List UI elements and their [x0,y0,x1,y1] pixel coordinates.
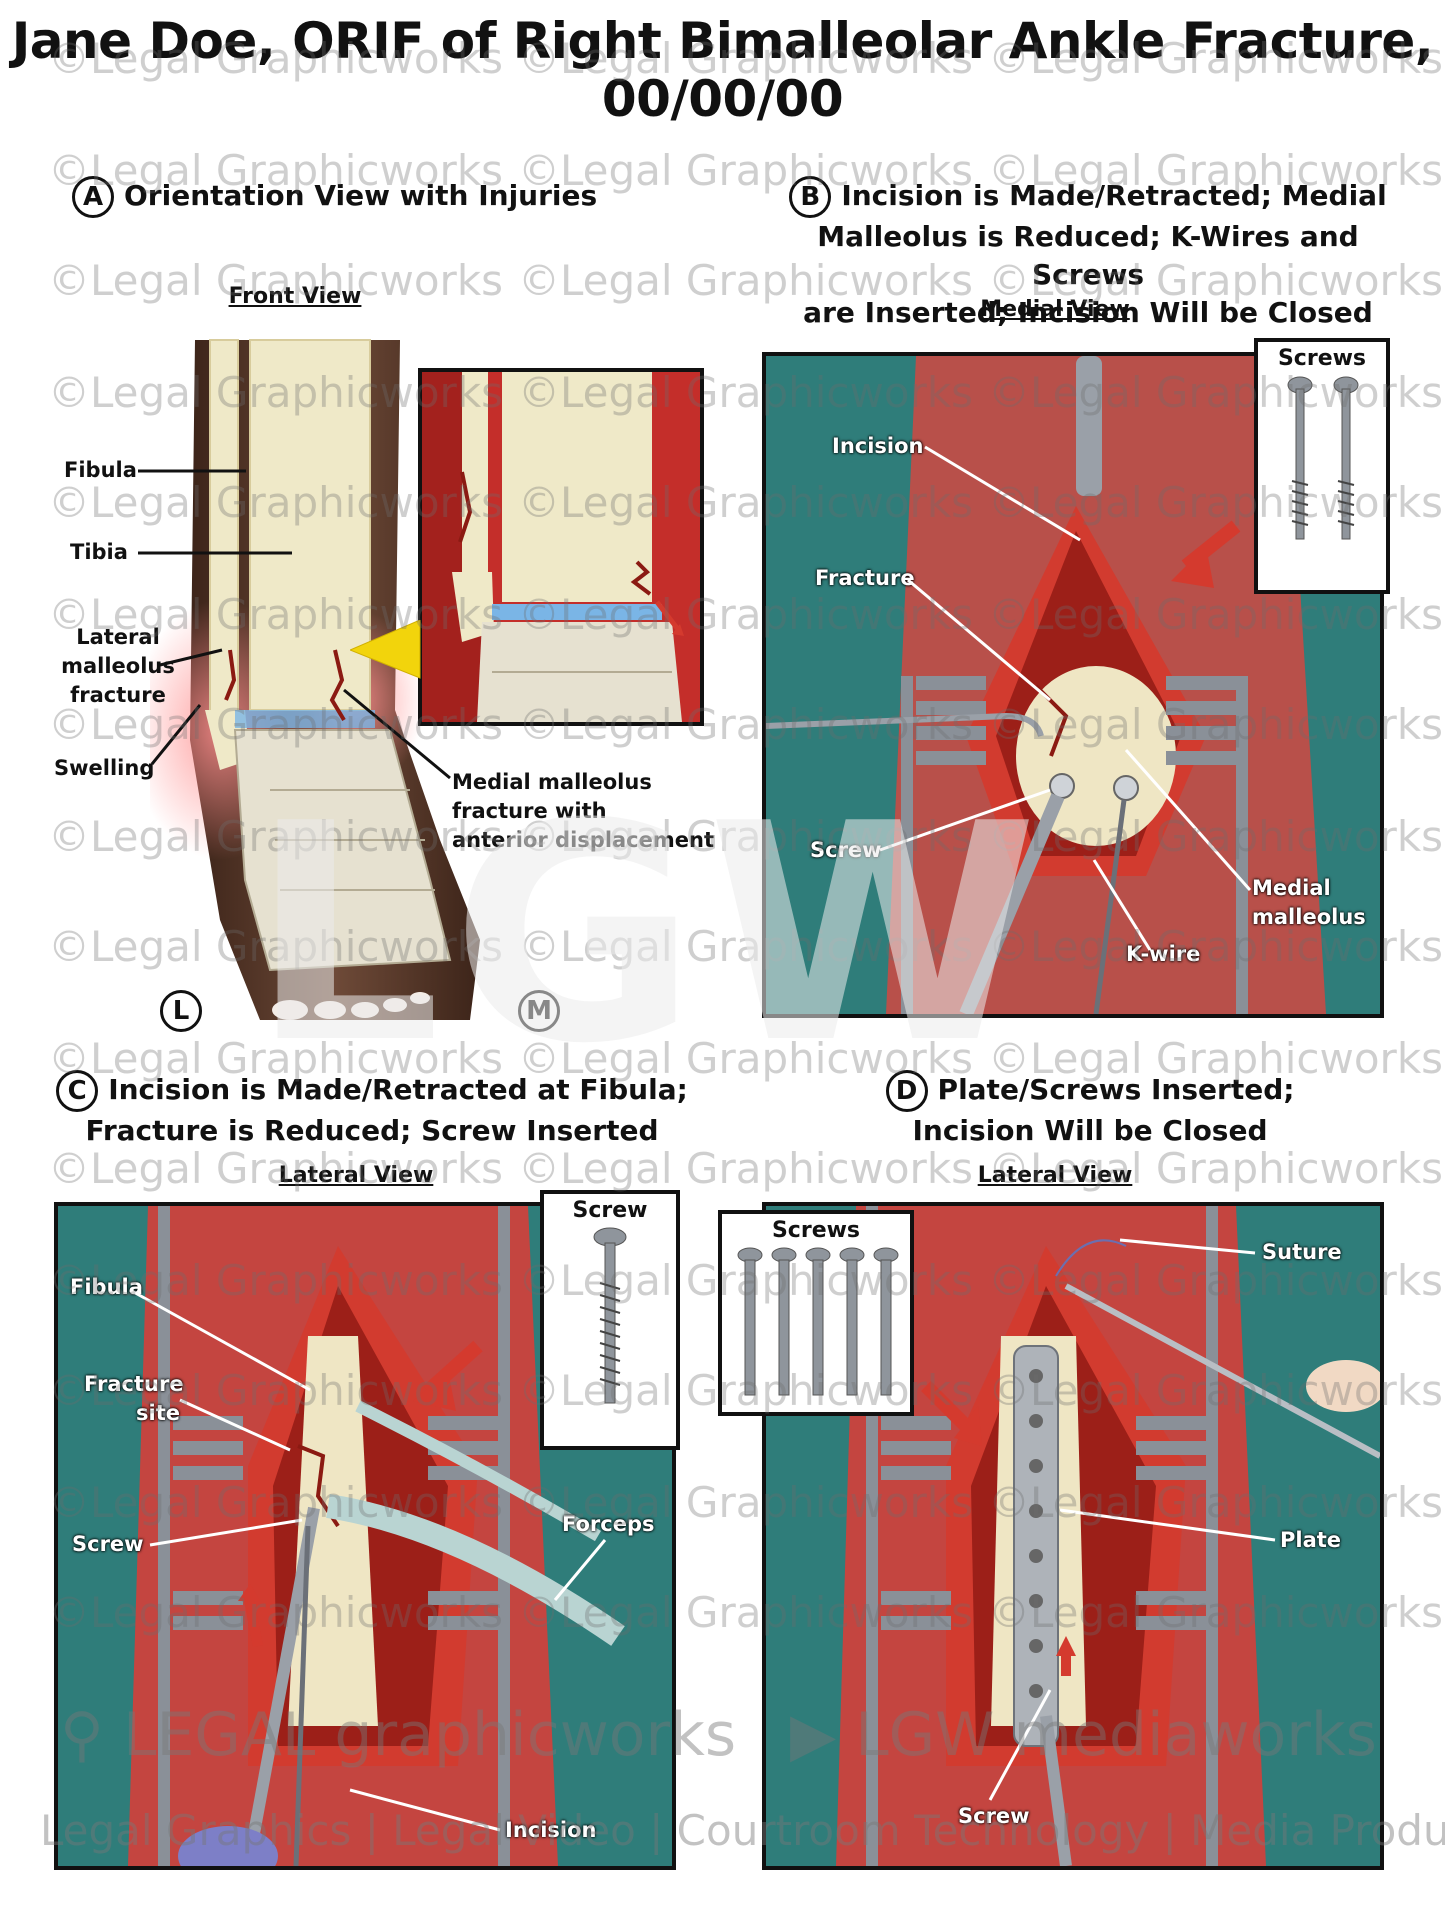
panel-d-view-label: Lateral View [977,1163,1133,1188]
panel-c-heading: C Incision is Made/Retracted at Fibula; F… [52,1070,692,1150]
footer-logo-left-text: LEGAL graphicworks [123,1700,737,1770]
panel-d-heading-line1: Plate/Screws Inserted; [937,1073,1295,1106]
page-title: Jane Doe, ORIF of Right Bimalleolar Ankl… [0,12,1445,128]
footer-logo-right-text: LGW mediaworks [855,1700,1377,1770]
play-icon: ▶ [790,1700,837,1770]
panel-a-view-label: Front View [228,284,362,309]
watermark: ©Legal Graphicworks [518,1144,974,1193]
ankle-front-illustration [150,339,480,1020]
label-fracture-site-line1: Fracture [84,1372,184,1396]
label-medial-line1: Medial malleolus [452,770,652,794]
panel-b-screws-inset: Screws [1254,338,1390,594]
side-marker-medial: M [518,990,570,1032]
panel-b-view-label: Medial View [980,297,1130,322]
label-screw-b: Screw [810,838,882,862]
label-medial-malleolus-fracture: Medial malleolus fracture with anterior … [452,768,714,855]
panel-d-heading: D Plate/Screws Inserted; Incision Will be… [860,1070,1320,1150]
panel-a-heading: A Orientation View with Injuries [72,176,597,218]
panel-b-heading-line2: Malleolus is Reduced; K-Wires and Screws [817,220,1359,291]
panel-d-screws-inset: Screws [718,1210,914,1416]
label-incision-c: Incision [505,1818,597,1842]
panel-c-view-label: Lateral View [278,1163,434,1188]
panel-a-heading-text: Orientation View with Injuries [124,179,598,212]
magnifier-icon: ⚲ [60,1700,104,1770]
footer-logo-right: ▶ LGW mediaworks [790,1700,1377,1770]
label-screw-c: Screw [72,1532,144,1556]
zoom-pointer-triangle [350,620,421,679]
title-line-1: Jane Doe, ORIF of Right Bimalleolar Ankl… [11,12,1434,70]
panel-d-image [762,1202,1384,1870]
panel-b-heading-line1: Incision is Made/Retracted; Medial [841,179,1387,212]
label-tibia-a: Tibia [70,540,128,564]
panel-b-letter: B [789,176,832,218]
panel-c-heading-line2: Fracture is Reduced; Screw Inserted [85,1114,659,1147]
panel-b-heading-line3: are Inserted; Incision Will be Closed [803,296,1373,329]
label-fracture-b: Fracture [815,566,915,590]
panel-b-heading: B Incision is Made/Retracted; Medial Mall… [758,176,1418,332]
panel-d-heading-line2: Incision Will be Closed [912,1114,1268,1147]
label-medial-malleolus-line1: Medial [1252,876,1331,900]
label-medial-malleolus-b: Medial malleolus [1252,874,1366,932]
label-lateral-line3: fracture [70,683,166,707]
label-lateral-line2: malleolus [61,654,175,678]
label-incision-b: Incision [832,434,924,458]
label-suture-d: Suture [1262,1240,1342,1264]
panel-c-letter: C [56,1070,99,1112]
label-medial-line3: anterior displacement [452,828,714,852]
footer-tagline: Legal Graphics | Legal Video | Courtroom… [40,1806,1445,1855]
label-fibula-c: Fibula [70,1275,143,1299]
label-lateral-malleolus-fracture: Lateral malleolus fracture [48,623,188,710]
label-lateral-line1: Lateral [76,625,160,649]
label-swelling: Swelling [54,756,155,780]
side-marker-m: M [518,990,560,1032]
label-fracture-site-c: Fracture site [84,1370,184,1428]
label-fracture-site-line2: site [136,1401,180,1425]
panel-c-inset-title: Screw [572,1198,648,1223]
screw-icon [593,1227,627,1404]
panel-a-letter: A [72,176,114,218]
panel-b-inset-title: Screws [1277,346,1367,371]
panel-c-heading-line1: Incision is Made/Retracted at Fibula; [108,1073,688,1106]
panel-d-letter: D [885,1070,928,1112]
side-marker-l: L [160,990,202,1032]
screws-set-icon [737,1247,899,1396]
footer-logo-left: ⚲ LEGAL graphicworks [60,1700,736,1770]
label-plate-d: Plate [1280,1528,1342,1552]
panel-c-screw-inset: Screw [540,1190,680,1450]
label-forceps-c: Forceps [562,1512,655,1536]
screws-icon [1287,376,1359,540]
panel-a-zoom-inset [418,368,704,726]
label-screw-d: Screw [958,1804,1030,1828]
title-line-2: 00/00/00 [601,70,844,128]
label-medial-line2: fracture with [452,799,607,823]
label-kwire-b: K-wire [1126,942,1201,966]
side-marker-lateral: L [160,990,212,1032]
label-medial-malleolus-line2: malleolus [1252,905,1366,929]
panel-d-inset-title: Screws [771,1218,861,1243]
label-fibula-a: Fibula [64,458,137,482]
